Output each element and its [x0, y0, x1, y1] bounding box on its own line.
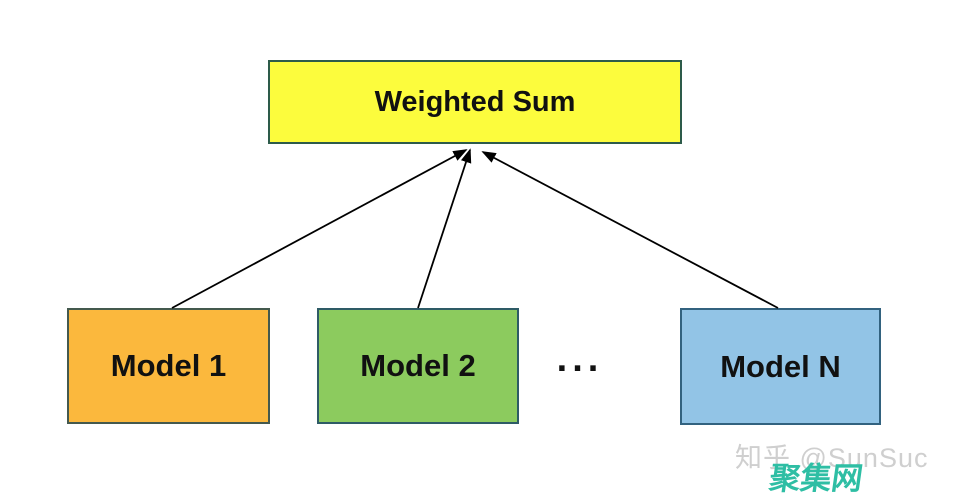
arrow-modeln-to-weighted-sum — [481, 151, 779, 309]
weighted-sum-box: Weighted Sum — [268, 60, 682, 144]
model-2-label: Model 2 — [360, 348, 476, 383]
model-1-label: Model 1 — [110, 348, 227, 383]
arrow-model1-to-weighted-sum — [171, 149, 468, 309]
model-1-box: Model 1 — [67, 308, 270, 424]
watermark-site-badge: 聚集网 — [767, 461, 866, 494]
model-2-box: Model 2 — [317, 308, 519, 424]
arrow-model2-to-weighted-sum — [417, 148, 472, 309]
ellipsis-label: ... — [556, 338, 604, 380]
model-n-label: Model N — [720, 348, 841, 384]
watermark-zhihu-handle: 知乎 @SunSuc — [735, 443, 929, 473]
weighted-sum-label: Weighted Sum — [374, 85, 576, 118]
model-n-box: Model N — [680, 308, 881, 425]
